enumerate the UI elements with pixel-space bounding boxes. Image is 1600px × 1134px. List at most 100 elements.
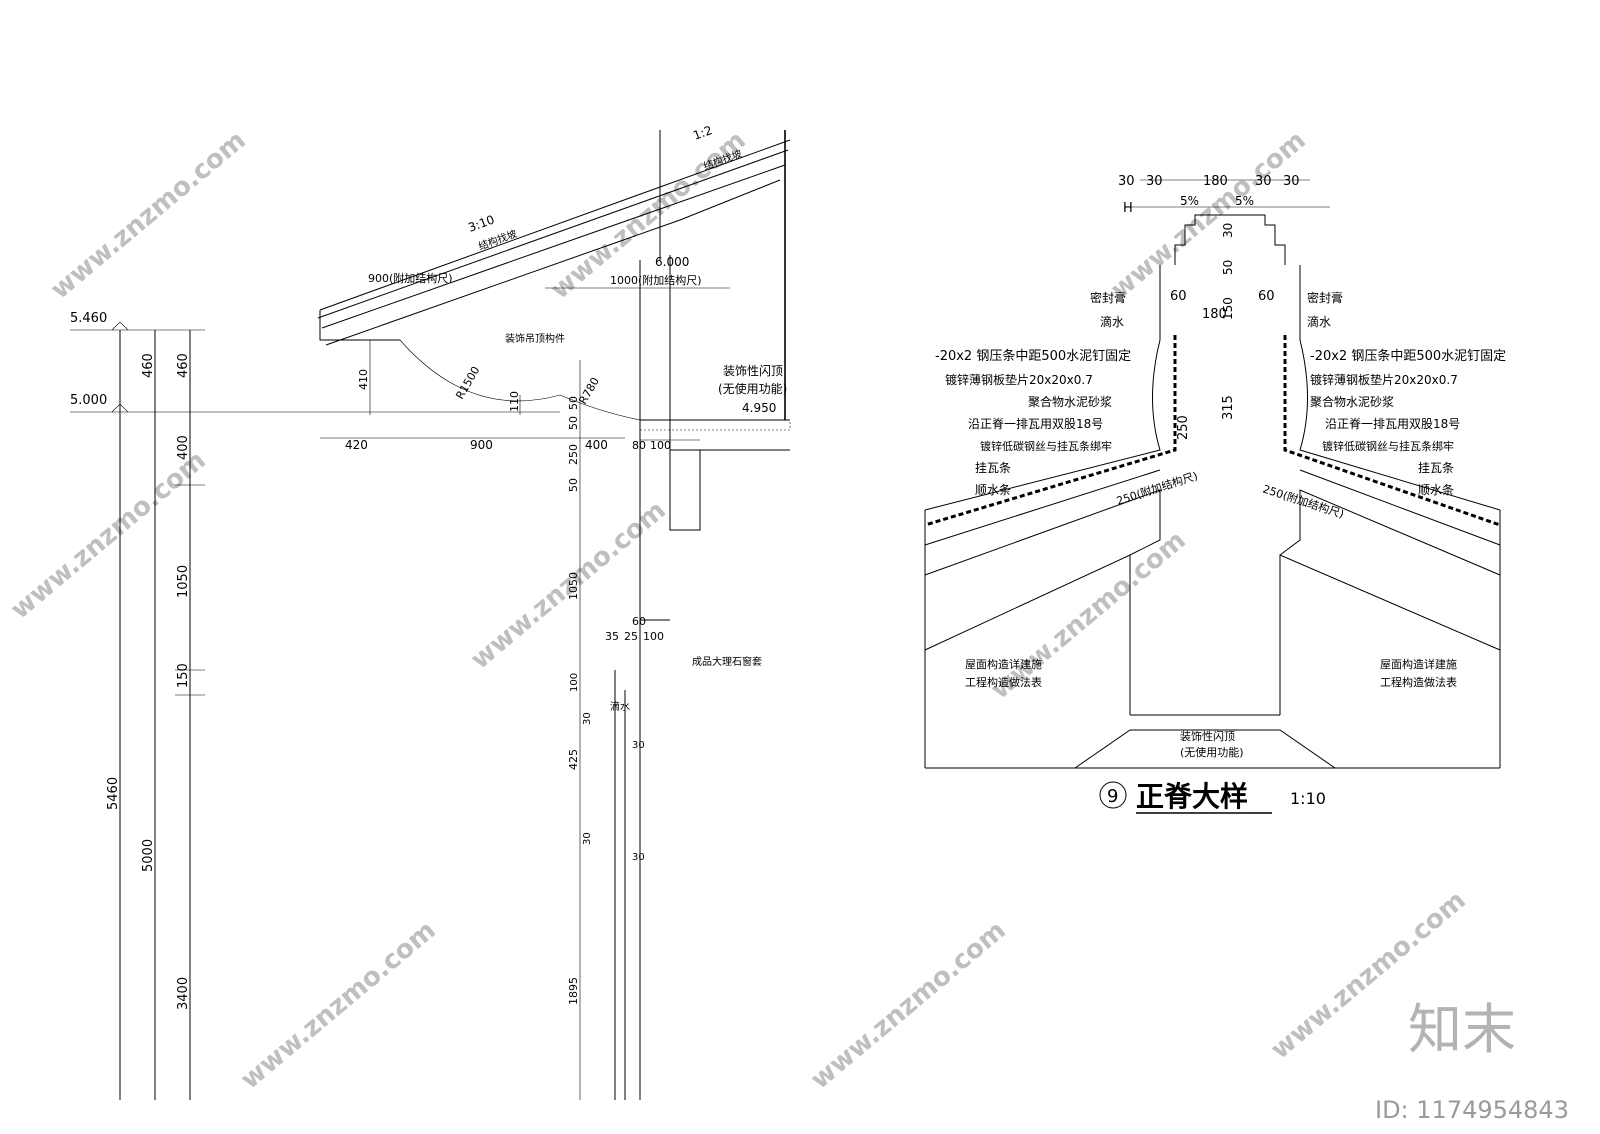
label-seal-right: 密封膏 [1307,290,1343,305]
label-tile-left: 沿正脊一排瓦用双股18号 [968,417,1103,431]
label-strip-left: -20x2 钢压条中距500水泥钉固定 [935,348,1131,364]
dim-400-sec: 400 [585,438,608,452]
label-counter-left: 顺水条 [975,483,1011,497]
dim-50b: 50 [567,416,580,430]
slope-5-right: 5% [1235,194,1254,208]
ref-left-2: 工程构造做法表 [965,675,1042,689]
dim-425: 425 [567,749,580,770]
dim-30-30-18b: 30 [632,852,645,863]
detail-number-circle [1099,781,1127,809]
watermarks: www.znzmo.com www.znzmo.com www.znzmo.co… [5,125,1471,1095]
dim-150: 150 [176,663,191,688]
dim-50a: 50 [567,396,580,410]
ref-right-1: 屋面构造详建施 [1380,657,1457,671]
dim-60: 60 [632,615,646,628]
label-pad-right: 镀锌薄钢板垫片20x20x0.7 [1310,372,1458,387]
elevation-dimensions: 5.460 5.000 460 460 400 1050 150 5460 50… [70,311,560,1100]
label-counter-right: 顺水条 [1418,483,1454,497]
dim-60-left: 60 [1170,289,1187,304]
slope-3-10: 3:10 [466,212,496,234]
dim-250-ridge: 250 [1176,415,1191,440]
watermark-1: www.znzmo.com [45,125,251,305]
label-pad-left: 镀锌薄钢板垫片20x20x0.7 [945,372,1093,387]
dim-460a: 460 [141,353,156,378]
dim-30-50-10: 30 [582,712,593,725]
detail-number: 9 [1107,786,1118,807]
elevation-5000: 5.000 [70,393,107,408]
dim-460b: 460 [176,353,191,378]
ref-right-2: 工程构造做法表 [1380,675,1457,689]
dim-50c: 50 [567,478,580,492]
dim-35: 35 [605,630,619,643]
top-dim-30b: 30 [1146,174,1163,189]
top-dim-30c: 30 [1255,174,1272,189]
ref-left-1: 屋面构造详建施 [965,657,1042,671]
dim-eave-1000: 1000(附加结构尺) [610,273,702,287]
dim-1050: 1050 [176,565,191,598]
dim-410: 410 [357,369,370,390]
decor-detail-note: (无使用功能) [1180,745,1244,759]
elevation-6000: 6.000 [655,255,689,269]
dim-60-right: 60 [1258,289,1275,304]
label-wire-right: 镀锌低碳钢丝与挂瓦条绑牢 [1322,439,1454,453]
slope-1-2: 1:2 [691,123,714,143]
dim-1895: 1895 [567,977,580,1005]
label-mortar-right: 聚合物水泥砂浆 [1310,394,1394,409]
eave-section: 1:2 结构找坡 3:10 结构找坡 900(附加结构尺) 1000(附加结构尺… [317,123,791,1100]
h-mark: H [1123,201,1133,216]
dim-315: 315 [1221,395,1236,420]
decor-detail: 装饰性闪顶 [1180,729,1235,743]
dim-30-25-30: 30 [582,832,593,845]
dim-30-ridge: 30 [1221,223,1235,238]
top-dim-30d: 30 [1283,174,1300,189]
label-tile-right: 沿正脊一排瓦用双股18号 [1325,417,1460,431]
dim-50-ridge: 50 [1221,260,1235,275]
dim-150-ridge: 150 [1221,297,1235,320]
dim-180-ridge: 180 [1202,307,1227,322]
slope-5-left: 5% [1180,194,1199,208]
elevation-5460: 5.460 [70,311,107,326]
label-batten-right: 挂瓦条 [1418,461,1454,475]
dim-100b: 100 [643,630,664,643]
dim-eave-900: 900(附加结构尺) [368,271,453,285]
dim-250: 250 [567,444,580,465]
dim-400: 400 [176,435,191,460]
label-drip-left: 滴水 [1100,314,1124,329]
radius-1500: R1500 [453,364,482,401]
dim-900: 900 [470,438,493,452]
label-drip-right: 滴水 [1307,314,1331,329]
dim-100c: 100 [569,673,580,692]
label-mortar-left: 聚合物水泥砂浆 [1028,394,1112,409]
dim-5000: 5000 [141,839,156,872]
dim-1050-sec: 1050 [567,572,580,600]
watermark-7: www.znzmo.com [235,915,441,1095]
bracket-label: 装饰吊顶构件 [505,332,565,345]
dim-80: 80 [632,439,646,452]
dim-100: 100 [650,439,671,452]
label-strip-right: -20x2 钢压条中距500水泥钉固定 [1310,348,1506,364]
label-wire-left: 镀锌低碳钢丝与挂瓦条绑牢 [980,439,1112,453]
watermark-8: www.znzmo.com [805,915,1011,1095]
decor-roof-note: (无使用功能) [718,381,787,396]
dim-3400: 3400 [176,977,191,1010]
top-dim-30a: 30 [1118,174,1135,189]
ridge-detail: 30 30 180 30 30 H 5% 5% 30 50 150 180 60… [924,174,1506,814]
elevation-4950: 4.950 [742,401,776,415]
drip-label: 滴水 [610,700,630,713]
decor-roof: 装饰性闪顶 [723,364,783,378]
dim-250-right: 250(附加结构尺) [1261,482,1346,521]
logo-mark: 知末 [1408,998,1516,1061]
dim-30-30-18a: 30 [632,740,645,751]
stone-label: 成品大理石窗套 [692,655,762,668]
detail-scale: 1:10 [1290,789,1326,808]
dim-5460: 5460 [106,777,121,810]
dim-110: 110 [508,391,521,412]
dim-420: 420 [345,438,368,452]
image-id: ID: 1174954843 [1375,1096,1569,1124]
dim-25: 25 [624,630,638,643]
dim-250-left: 250(附加结构尺) [1115,468,1200,507]
top-dim-180: 180 [1203,174,1228,189]
label-batten-left: 挂瓦条 [975,461,1011,475]
